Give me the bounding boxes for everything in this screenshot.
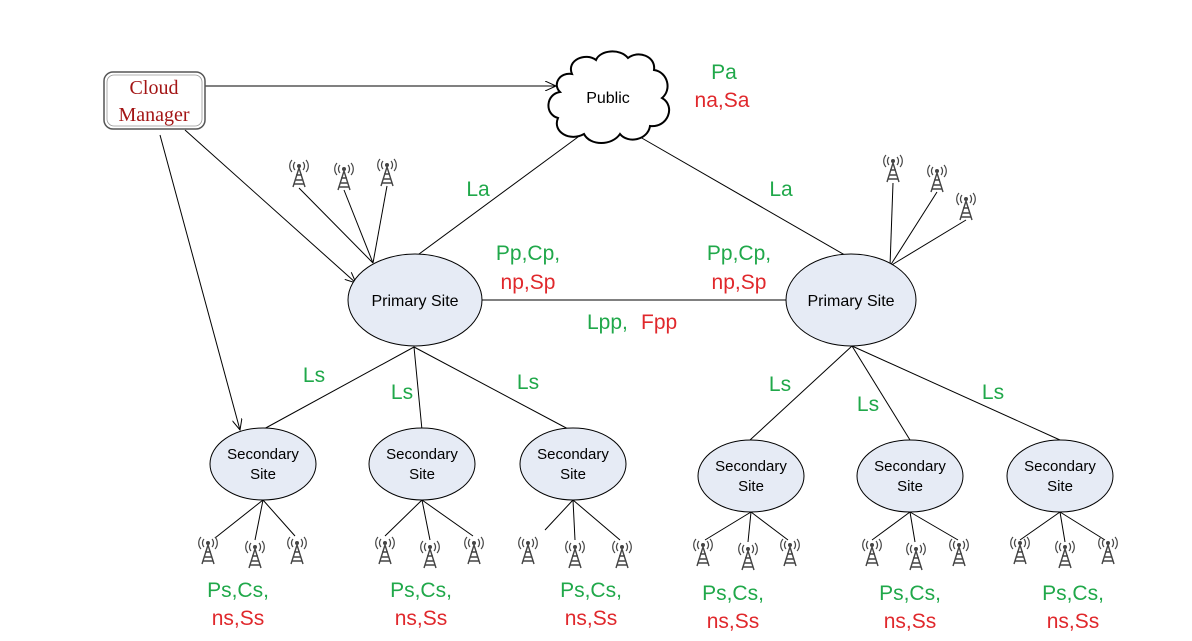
- link-right-sec6: [851, 345, 1061, 441]
- link-primary-right-public: [639, 136, 851, 259]
- link-label-ls: Ls: [769, 373, 791, 396]
- public-label: Public: [586, 90, 630, 107]
- cloud-manager-node: Cloud Manager: [103, 71, 206, 130]
- secondary-params-red: ns,Ss: [565, 607, 618, 630]
- antenna-tower-icon: [738, 542, 758, 571]
- public-params-red: na,Sa: [695, 89, 750, 112]
- antenna-tower-icon: [198, 536, 218, 565]
- public-params-green: Pa: [711, 61, 737, 84]
- primary-left-params-green: Pp,Cp,: [496, 242, 560, 265]
- secondary-site-label: Secondary: [537, 446, 609, 463]
- secondary-site-label: Site: [560, 466, 586, 483]
- secondary-params-green: Ps,Cs,: [702, 582, 764, 605]
- secondary-params-red: ns,Ss: [212, 607, 265, 630]
- cloud-manager-label-line2: Manager: [118, 104, 189, 126]
- primary-site-right-label: Primary Site: [807, 293, 894, 310]
- antenna-tower-icon: [518, 536, 538, 565]
- antenna-tower-icon: [612, 540, 632, 569]
- antenna-tower-icon: [375, 536, 395, 565]
- link-right-sec5: [851, 345, 911, 441]
- secondary-params-red: ns,Ss: [1047, 610, 1100, 633]
- link-right-sec4: [749, 345, 853, 441]
- antenna-tower-icon: [1055, 540, 1075, 569]
- secondary-params-green: Ps,Cs,: [879, 582, 941, 605]
- link-left-sec2: [413, 346, 423, 431]
- antenna-tower-icon: [780, 538, 800, 567]
- antenna-tower-icon: [420, 540, 440, 569]
- secondary-site-label: Secondary: [386, 446, 458, 463]
- antenna-tower-icon: [245, 540, 265, 569]
- primary-site-left-label: Primary Site: [371, 293, 458, 310]
- secondary-site-label: Site: [250, 466, 276, 483]
- secondary-site-6: Secondary Site: [1006, 439, 1114, 513]
- link-label-ls: Ls: [303, 364, 325, 387]
- secondary-site-4: Secondary Site: [697, 439, 805, 513]
- link-left-sec3: [413, 346, 571, 431]
- antenna-tower-icon: [334, 162, 354, 191]
- antenna-tower-icon: [289, 159, 309, 188]
- antenna-tower-icon: [1010, 536, 1030, 565]
- arrow-manager-primary: [184, 129, 356, 283]
- public-cloud-node: Public: [547, 50, 671, 144]
- secondary-site-label: Secondary: [715, 458, 787, 475]
- antenna-tower-icon: [287, 536, 307, 565]
- secondary-site-label: Secondary: [227, 446, 299, 463]
- antenna-tower-icon: [693, 538, 713, 567]
- link-primary-label-green: Lpp,: [587, 311, 628, 334]
- link-public-label-left: La: [466, 178, 490, 201]
- antenna-tower-icon: [1098, 536, 1118, 565]
- antenna-tower-icons: [198, 154, 1118, 571]
- antenna-tower-icon: [906, 542, 926, 571]
- antenna-tower-icon: [377, 158, 397, 187]
- antenna-tower-icon: [883, 154, 903, 183]
- antenna-tower-icon: [949, 538, 969, 567]
- primary-right-params-green: Pp,Cp,: [707, 242, 771, 265]
- link-public-label-right: La: [769, 178, 793, 201]
- link-primary-label-red: Fpp: [641, 311, 677, 334]
- link-label-ls: Ls: [391, 381, 413, 404]
- cloud-icon: [547, 50, 671, 144]
- secondary-site-5: Secondary Site: [856, 439, 964, 513]
- connections: [214, 136, 1106, 543]
- link-label-ls: Ls: [857, 393, 879, 416]
- secondary-params-green: Ps,Cs,: [1042, 582, 1104, 605]
- primary-site-right: Primary Site: [785, 253, 917, 347]
- secondary-site-label: Site: [409, 466, 435, 483]
- cloud-manager-label-line1: Cloud: [130, 77, 179, 99]
- secondary-site-3: Secondary Site: [519, 427, 627, 501]
- secondary-params-green: Ps,Cs,: [560, 579, 622, 602]
- antenna-tower-icon: [927, 164, 947, 193]
- secondary-site-1: Secondary Site: [209, 427, 317, 501]
- secondary-site-label: Site: [738, 478, 764, 495]
- link-left-sec1: [261, 346, 415, 431]
- link-label-ls: Ls: [517, 371, 539, 394]
- secondary-params-green: Ps,Cs,: [207, 579, 269, 602]
- secondary-params-red: ns,Ss: [884, 610, 937, 633]
- manager-arrows: [159, 86, 556, 430]
- link-label-ls: Ls: [982, 381, 1004, 404]
- secondary-site-label: Site: [1047, 478, 1073, 495]
- secondary-params-red: ns,Ss: [707, 610, 760, 633]
- primary-left-params-red: np,Sp: [501, 271, 556, 294]
- link-primary-left-public: [414, 136, 579, 258]
- antenna-tower-icon: [565, 540, 585, 569]
- primary-right-params-red: np,Sp: [712, 271, 767, 294]
- secondary-site-2: Secondary Site: [368, 427, 476, 501]
- secondary-site-label: Site: [897, 478, 923, 495]
- secondary-site-label: Secondary: [1024, 458, 1096, 475]
- arrow-manager-secondary: [159, 134, 240, 430]
- antenna-tower-icon: [862, 538, 882, 567]
- primary-site-left: Primary Site: [347, 253, 483, 347]
- antenna-tower-icon: [464, 536, 484, 565]
- secondary-params-red: ns,Ss: [395, 607, 448, 630]
- secondary-params-green: Ps,Cs,: [390, 579, 452, 602]
- secondary-site-label: Secondary: [874, 458, 946, 475]
- antenna-tower-icon: [956, 192, 976, 221]
